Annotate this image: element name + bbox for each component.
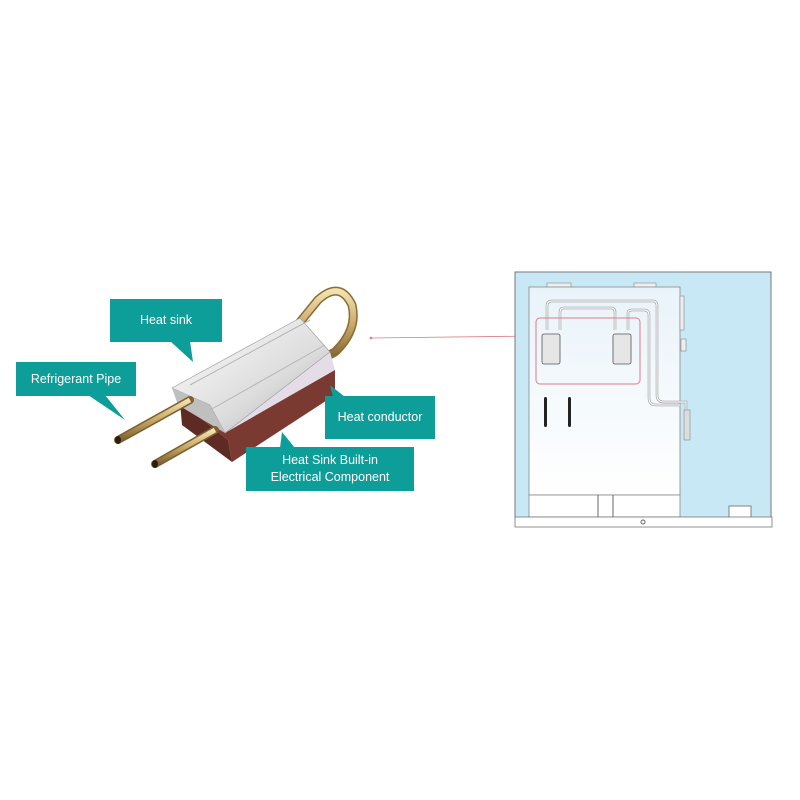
- label-heat-conductor: Heat conductor: [325, 396, 435, 439]
- heat-sink-highlight: [535, 317, 641, 385]
- label-text-line1: Heat Sink Built-in: [282, 453, 378, 467]
- label-refrigerant-pipe: Refrigerant Pipe: [16, 362, 136, 396]
- machine-back-view: [514, 271, 773, 528]
- label-text: Refrigerant Pipe: [30, 371, 122, 386]
- label-built-in-component: Heat Sink Built-in Electrical Component: [246, 447, 414, 491]
- built-in-pointer: [280, 432, 295, 448]
- label-heat-sink: Heat sink: [110, 299, 222, 342]
- connector-line: [370, 335, 538, 339]
- heat-conductor-pointer: [330, 385, 345, 397]
- heat-sink-pointer: [170, 341, 193, 362]
- label-text: Heat conductor: [337, 410, 423, 424]
- label-text: Heat sink: [139, 313, 193, 327]
- refrigerant-pipe-pointer: [88, 395, 125, 420]
- label-text-line2: Electrical Component: [270, 470, 390, 484]
- connector-dot: [369, 336, 373, 340]
- heat-sink-assembly: [114, 286, 358, 468]
